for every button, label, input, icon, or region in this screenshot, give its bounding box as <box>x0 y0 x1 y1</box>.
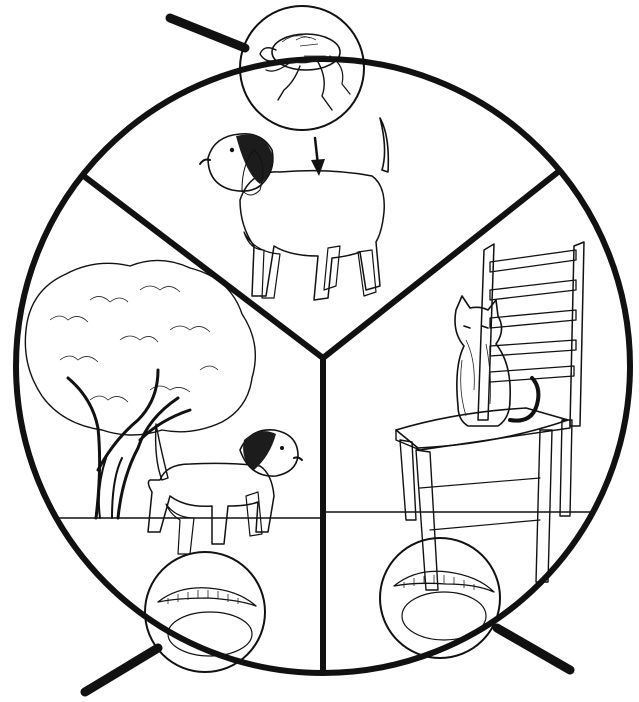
cat-icon <box>455 296 538 426</box>
chair-icon <box>396 242 584 590</box>
panel-outdoor-stage <box>25 260 302 672</box>
tree-icon <box>25 260 255 518</box>
larva-eggs-inset-left <box>145 552 265 672</box>
panel-adult-stage <box>200 6 388 300</box>
beagle-icon <box>200 118 388 300</box>
larva-icon <box>394 571 494 592</box>
egg-cluster-icon <box>402 592 486 640</box>
tick-top-left <box>170 18 245 48</box>
beagle-icon <box>148 424 302 554</box>
panel-indoor-stage <box>380 242 584 658</box>
tick-bottom-left <box>85 648 158 692</box>
flea-icon <box>260 34 350 110</box>
divider-left <box>85 177 323 358</box>
panel-dividers <box>20 172 630 672</box>
larva-eggs-inset-right <box>380 538 500 658</box>
divider-right <box>323 172 558 358</box>
larva-icon <box>158 588 256 606</box>
tick-bottom-right <box>497 628 570 670</box>
